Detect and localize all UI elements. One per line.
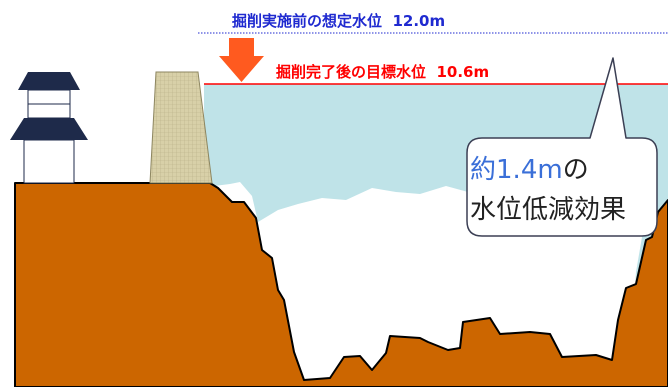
callout-amount: 1.4m bbox=[496, 155, 563, 185]
after-level-value: 10.6m bbox=[436, 63, 490, 81]
castle-icon bbox=[10, 72, 88, 184]
callout-text: 約1.4mの 水位低減効果 bbox=[470, 150, 652, 230]
after-level-label: 掘削完了後の目標水位 10.6m bbox=[276, 61, 489, 82]
callout-particle: の bbox=[562, 155, 589, 185]
before-level-value: 12.0m bbox=[392, 12, 446, 30]
ground-cross-section bbox=[14, 182, 668, 387]
water-level-down-arrow bbox=[219, 38, 264, 82]
callout-prefix: 約 bbox=[470, 155, 497, 185]
callout-line-1: 約1.4mの bbox=[470, 150, 652, 190]
after-level-text: 掘削完了後の目標水位 bbox=[276, 63, 427, 81]
before-level-label: 掘削実施前の想定水位 12.0m bbox=[232, 10, 445, 31]
before-level-text: 掘削実施前の想定水位 bbox=[232, 12, 383, 30]
callout-line-2: 水位低減効果 bbox=[470, 195, 627, 225]
dam-structure bbox=[149, 71, 213, 184]
callout-bubble bbox=[466, 57, 658, 237]
